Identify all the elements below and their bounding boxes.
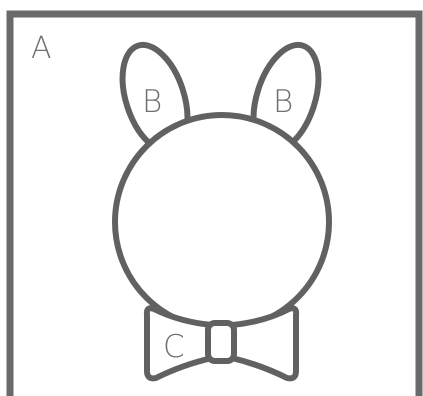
label-a: A: [31, 31, 52, 66]
label-c: C: [163, 329, 185, 365]
label-b-right: B: [273, 84, 293, 120]
bow-tie-knot: [208, 323, 234, 361]
label-b-left: B: [142, 84, 162, 120]
head-circle: [115, 115, 329, 329]
